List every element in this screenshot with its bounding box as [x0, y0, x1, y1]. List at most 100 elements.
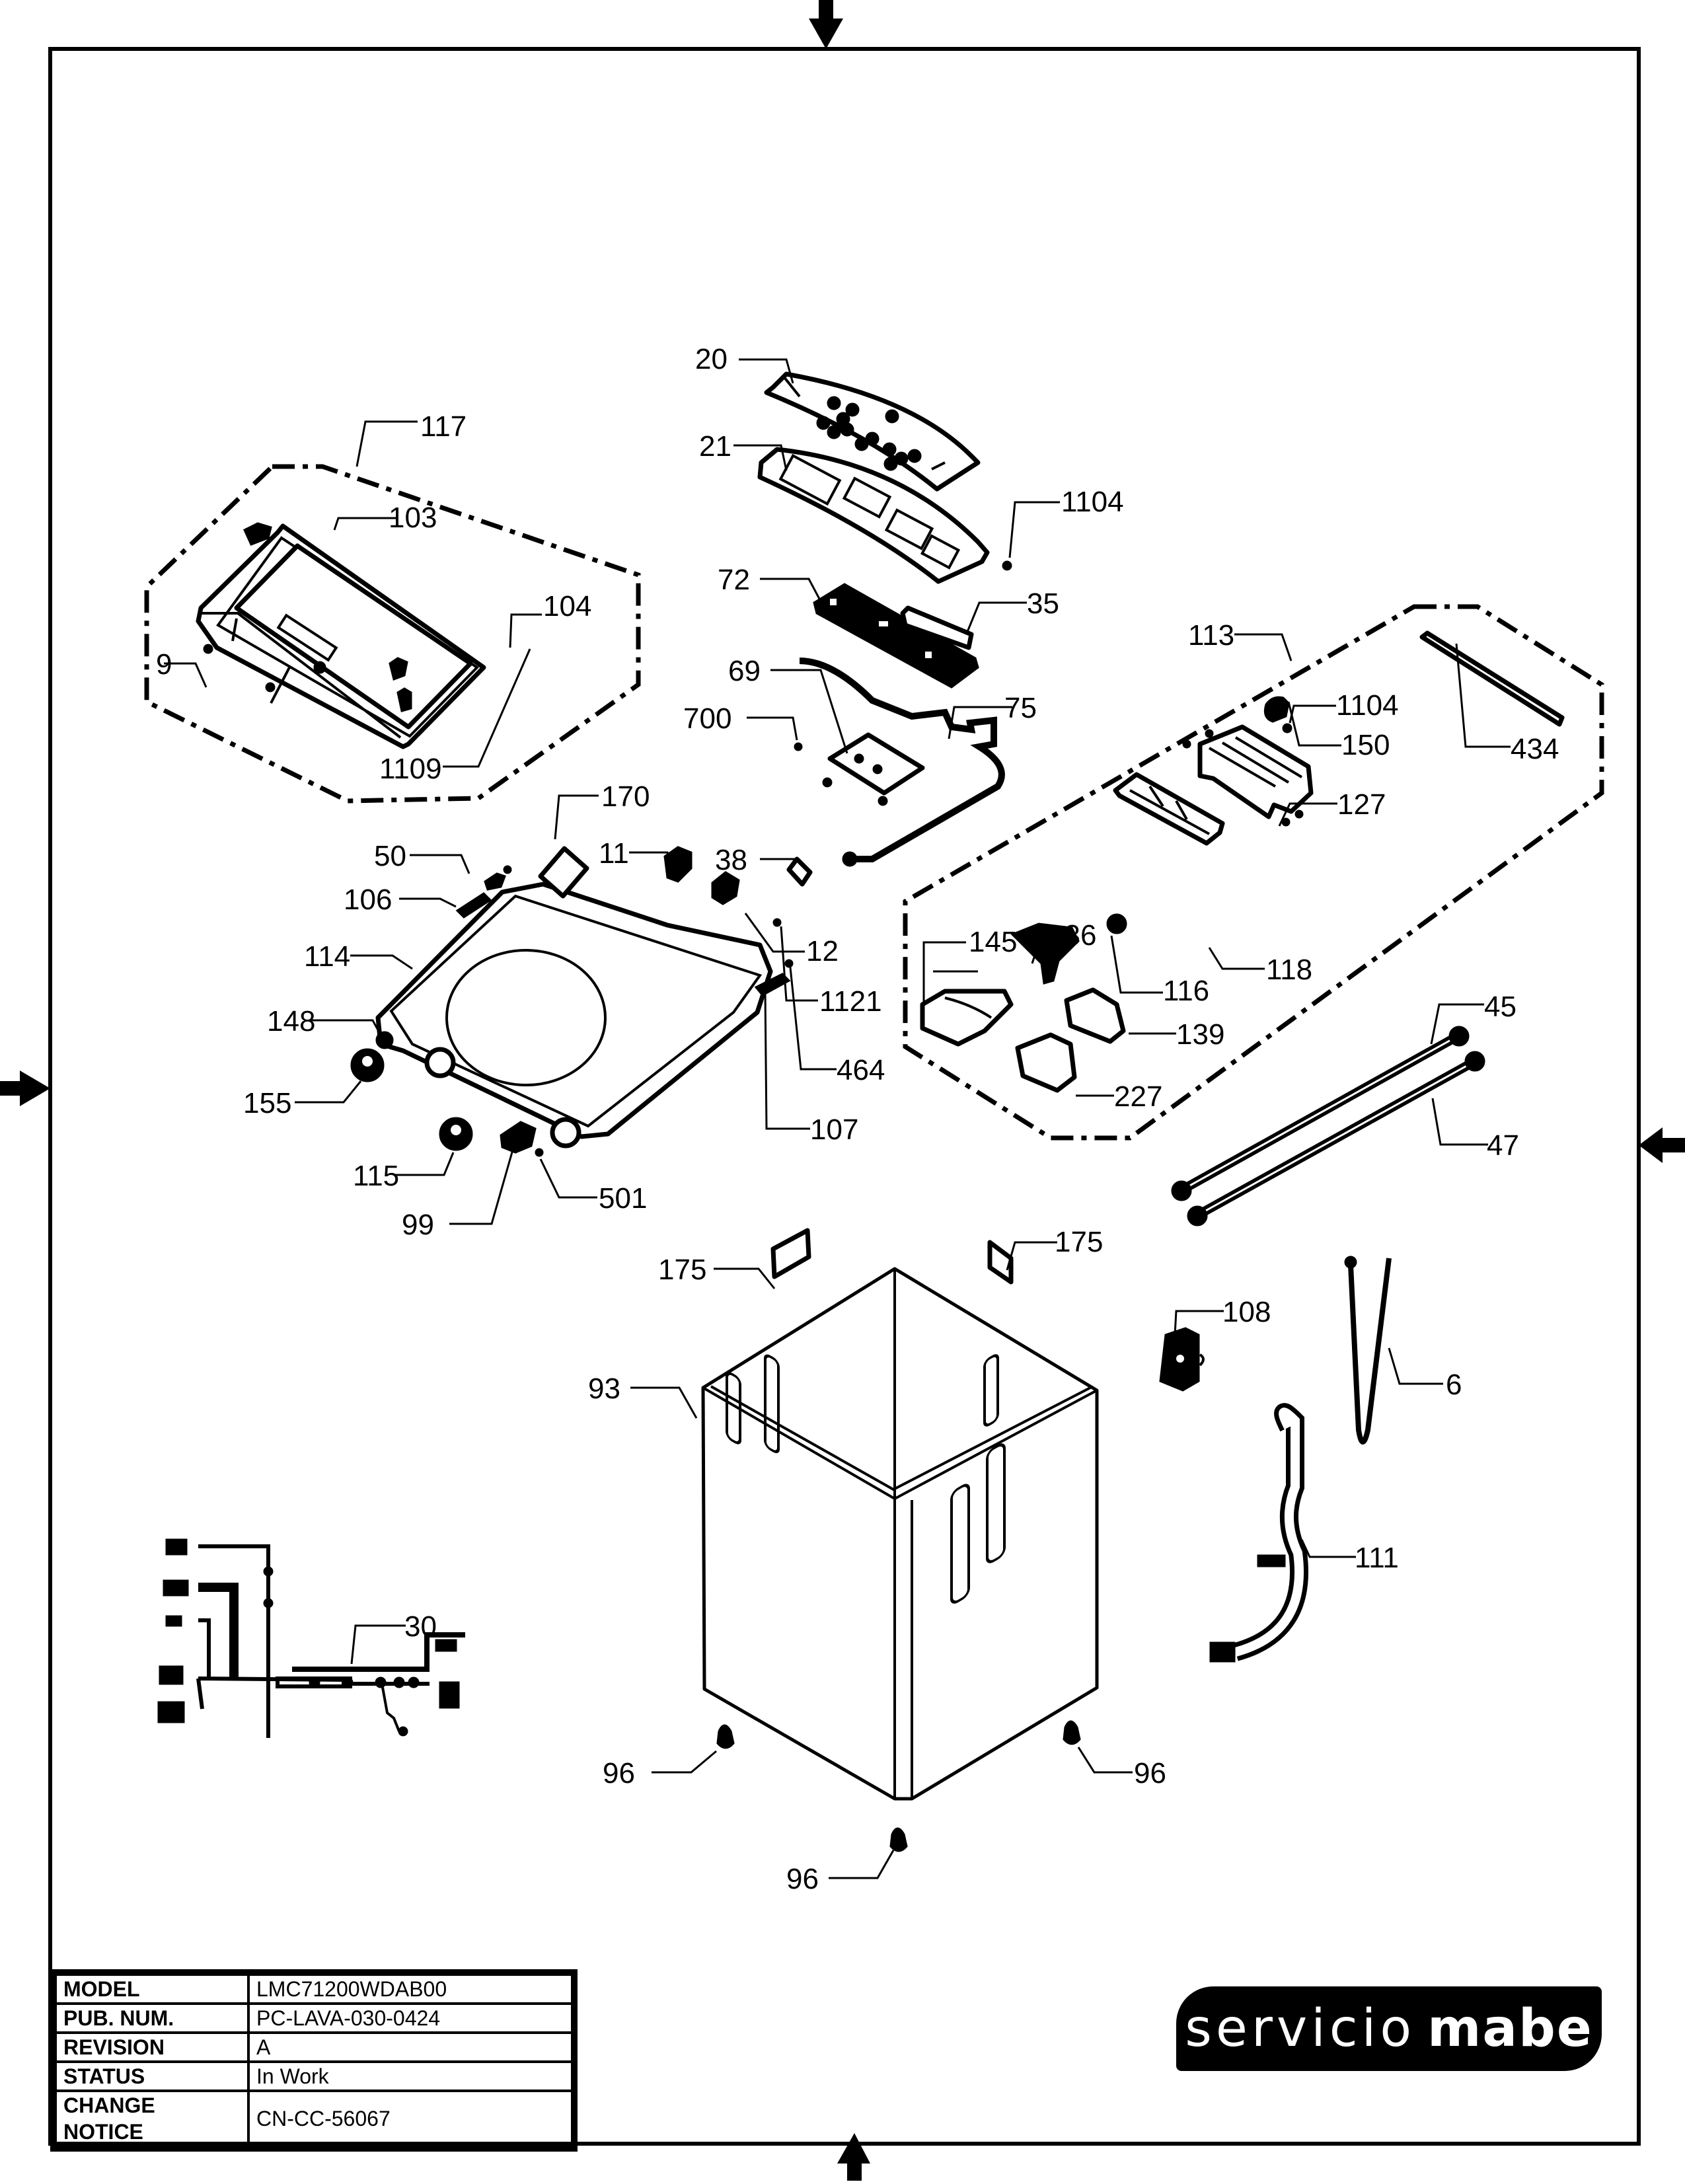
leader-117 [356, 420, 418, 467]
servicio-mabe-logo: servicio mabe [1176, 1986, 1602, 2071]
callout-118: 118 [1266, 954, 1312, 986]
callout-117: 117 [420, 410, 467, 443]
leader-45 [1430, 1003, 1484, 1045]
callout-148: 148 [267, 1005, 315, 1037]
arrow-right-icon [0, 1071, 50, 1106]
leader-1121 [780, 926, 818, 1002]
arrow-down-icon [809, 0, 843, 49]
callout-108: 108 [1222, 1296, 1271, 1328]
screw-464 [784, 959, 794, 968]
callout-72: 72 [718, 564, 750, 596]
fitting-150 [1263, 696, 1290, 723]
leader-104 [509, 613, 542, 648]
cable-6 [1348, 1258, 1392, 1445]
cabinet-93 [701, 1267, 1099, 1801]
leader-111 [1300, 1539, 1356, 1558]
callout-21: 21 [699, 430, 731, 463]
suspension-rod-47 [1187, 1051, 1485, 1226]
leader-1104b [1289, 704, 1336, 724]
leader-21 [733, 444, 788, 471]
leader-148 [309, 1019, 382, 1036]
foot-96-right [1063, 1720, 1081, 1745]
dispenser-drawer-118 [1113, 772, 1225, 846]
leader-12 [744, 913, 805, 953]
title-row-pub-num: PUB. NUM. PC-LAVA-030-0424 [54, 2002, 574, 2034]
leader-107 [764, 991, 810, 1130]
callout-464: 464 [837, 1054, 885, 1086]
leader-99 [449, 1149, 514, 1225]
lid-assembly [196, 522, 486, 749]
arrow-left-icon [1639, 1127, 1685, 1163]
callout-99: 99 [402, 1209, 434, 1241]
leader-75 [948, 706, 1012, 739]
callout-434: 434 [1511, 733, 1559, 765]
leader-47 [1431, 1098, 1488, 1146]
leader-136 [1031, 936, 1072, 964]
leader-38 [760, 858, 798, 862]
callout-6: 6 [1446, 1369, 1462, 1401]
callout-11: 11 [599, 837, 629, 870]
valve-136 [1010, 923, 1080, 985]
callout-45: 45 [1484, 991, 1516, 1023]
switch-11 [663, 846, 693, 883]
callout-113: 113 [1188, 619, 1234, 652]
valve-139 [1064, 987, 1126, 1044]
suspension-rod-45 [1171, 1026, 1470, 1201]
callout-700: 700 [683, 702, 731, 735]
switch-12 [711, 871, 740, 905]
title-value-change-notice: CN-CC-56067 [247, 2090, 574, 2148]
callout-139: 139 [1176, 1018, 1224, 1051]
leader-96a [652, 1750, 717, 1774]
callout-155: 155 [243, 1087, 291, 1119]
leader-118 [1208, 947, 1265, 970]
callout-35: 35 [1027, 587, 1059, 620]
leader-145-drop [922, 941, 966, 1004]
leader-96c [829, 1850, 895, 1879]
leader-114 [350, 954, 413, 970]
control-panel-overlay [764, 371, 981, 492]
callout-104: 104 [543, 590, 591, 622]
screw-1104-dispenser [1282, 723, 1292, 734]
callout-175a: 175 [658, 1254, 706, 1286]
leader-20 [739, 358, 794, 384]
callout-127: 127 [1337, 788, 1386, 821]
callout-150: 150 [1341, 729, 1390, 761]
leader-464 [789, 967, 837, 1071]
leader-150 [1287, 701, 1341, 747]
pump-227 [1015, 1032, 1077, 1093]
control-panel-frame [757, 447, 990, 584]
bracket-107 [754, 973, 791, 997]
callout-136: 136 [1048, 919, 1096, 952]
title-row-model: MODEL LMC71200WDAB00 [54, 1973, 574, 2005]
leader-434 [1455, 643, 1511, 748]
screw-50 [503, 865, 512, 874]
callout-115: 115 [353, 1160, 399, 1192]
wire-harness-panel [799, 658, 1005, 867]
cap-155 [350, 1048, 385, 1082]
leader-50 [410, 854, 470, 874]
callout-114: 114 [304, 940, 350, 973]
drain-hose-111 [1209, 1403, 1309, 1663]
clip-50 [484, 872, 506, 891]
leader-116 [1110, 935, 1163, 994]
label-175-right [987, 1240, 1014, 1285]
callout-116: 116 [1163, 975, 1209, 1007]
title-key: PUB. NUM. [54, 2002, 250, 2034]
callout-103: 103 [389, 502, 437, 534]
callout-1121: 1121 [819, 985, 882, 1018]
leader-155 [295, 1080, 362, 1104]
logo-text-mabe: mabe [1427, 1999, 1593, 2058]
hinge-106 [455, 892, 492, 919]
leader-69 [770, 669, 848, 754]
foot-96-left [716, 1724, 735, 1749]
leader-96b [1077, 1747, 1133, 1774]
title-key: MODEL [54, 1973, 250, 2005]
callout-501: 501 [599, 1182, 647, 1215]
leader-175a [714, 1267, 776, 1289]
callout-227: 227 [1114, 1080, 1162, 1113]
cable-6-end [1344, 1256, 1357, 1269]
leader-175b [1006, 1241, 1057, 1271]
callout-75: 75 [1004, 692, 1037, 724]
callout-12: 12 [806, 935, 839, 967]
